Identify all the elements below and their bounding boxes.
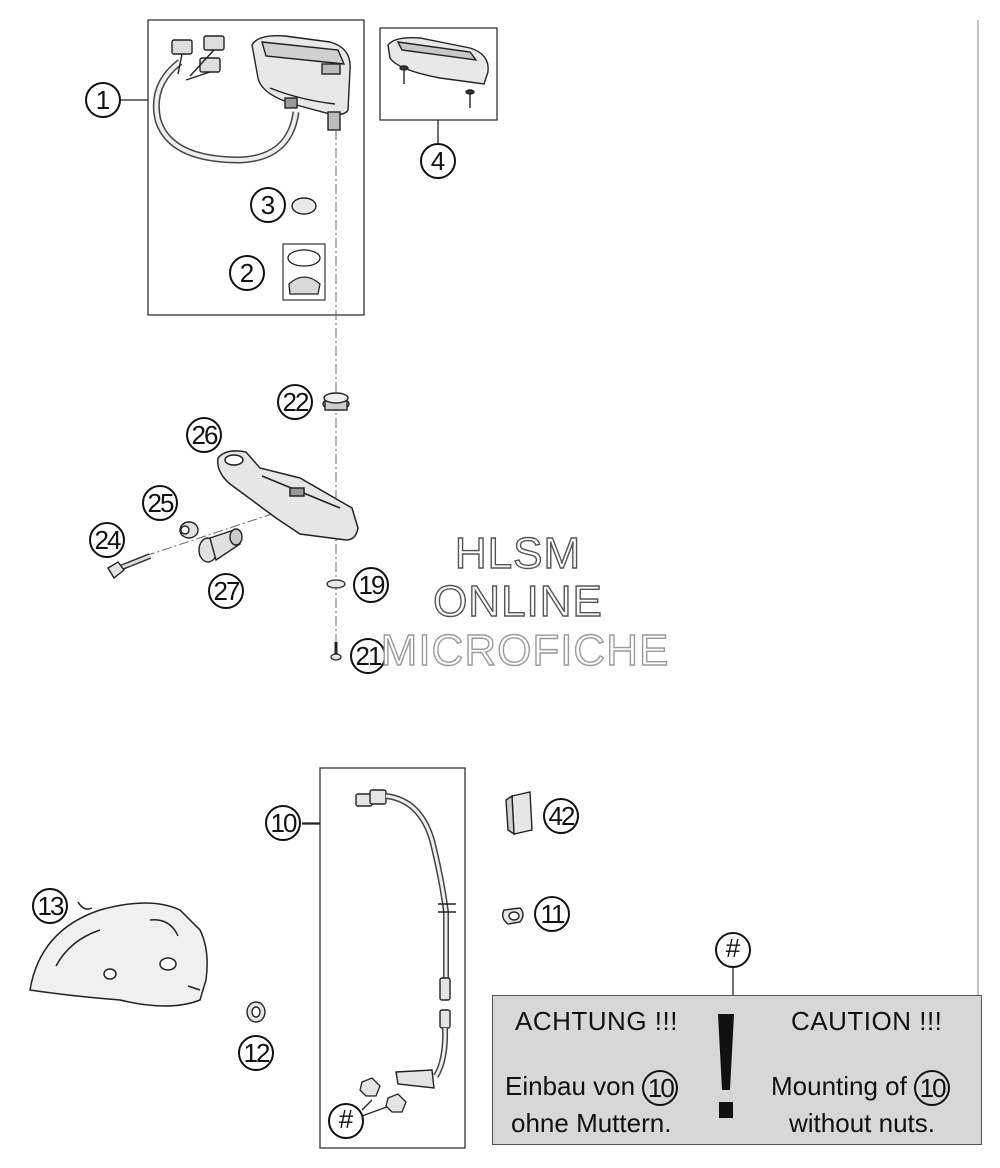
callout-label: 11 — [541, 899, 566, 929]
callout-circle — [238, 1035, 274, 1071]
watermark-line3: MICROFICHE — [381, 626, 670, 675]
callout-24: 24 — [89, 522, 125, 558]
screw-part — [330, 642, 342, 661]
callout-3: 3 — [250, 187, 286, 223]
callout-1: 1 — [85, 82, 121, 118]
callout-label: 10 — [271, 808, 297, 838]
callout-circle — [89, 522, 125, 558]
callout-label: 12 — [244, 1038, 270, 1068]
callout-label: 22 — [283, 387, 309, 417]
caution-de-line2: ohne Muttern. — [511, 1108, 672, 1138]
callout-circle — [265, 805, 301, 841]
caution-heading-de: ACHTUNG !!! — [515, 1006, 678, 1036]
watermark-line1: HLSM — [455, 529, 581, 578]
speedometer-part — [251, 35, 351, 131]
caution-en-prefix: Mounting of — [771, 1070, 907, 1101]
grommet-part — [322, 392, 350, 411]
callout-label: 21 — [356, 641, 382, 671]
callout-circle — [420, 143, 456, 179]
callout-circle — [142, 485, 178, 521]
group-box-speedometer — [147, 19, 365, 316]
caution-de-line1: Einbau von 10 — [505, 1070, 679, 1106]
bolt-part — [107, 553, 152, 580]
callout-4: 4 — [420, 143, 456, 179]
exclamation-icon — [718, 1014, 734, 1118]
callout-22: 22 — [277, 384, 313, 420]
sleeve-part — [179, 521, 199, 539]
callout-label: 13 — [38, 891, 64, 921]
callout-circle — [186, 417, 222, 453]
callout-2: 2 — [229, 255, 265, 291]
callout-10: 10 — [265, 805, 301, 841]
callout-label: 4 — [431, 146, 445, 176]
callout-label: 42 — [549, 801, 575, 831]
spacer-part — [246, 1001, 266, 1023]
callout-label: 27 — [214, 576, 240, 606]
callout-26: 26 — [186, 417, 222, 453]
oring-part — [287, 249, 321, 267]
callout-11: 11 — [534, 896, 570, 932]
callout-circle — [543, 798, 579, 834]
caution-en-ref: 10 — [914, 1070, 951, 1106]
callout-circle — [353, 567, 389, 603]
callout-13: 13 — [32, 888, 68, 924]
disc-guard-part — [29, 901, 208, 1007]
cover-part — [387, 36, 489, 108]
callout-circle — [277, 384, 313, 420]
caution-de-prefix: Einbau von — [505, 1070, 636, 1101]
caution-en-line2: without nuts. — [789, 1108, 935, 1138]
callout-19: 19 — [353, 567, 389, 603]
callout-circle — [715, 932, 751, 968]
socket-part — [288, 276, 321, 295]
callout-27: 27 — [208, 573, 244, 609]
caution-en-line1: Mounting of 10 — [771, 1070, 951, 1106]
callout-25: 25 — [142, 485, 178, 521]
rubber-bush-part — [198, 528, 243, 563]
callout-label: 25 — [148, 488, 174, 518]
callout-circle — [534, 896, 570, 932]
callout-hash1: # — [715, 932, 751, 968]
callout-label: 3 — [261, 190, 275, 220]
cap-part — [291, 197, 317, 215]
group-box-sensor — [319, 767, 466, 1149]
callout-circle — [208, 573, 244, 609]
callout-circle — [328, 1103, 364, 1139]
bracket-part — [217, 450, 359, 541]
speed-sensor-part — [355, 789, 456, 1089]
watermark-line2: ONLINE — [433, 577, 603, 626]
caution-heading-en: CAUTION !!! — [791, 1006, 943, 1036]
caution-de-ref: 10 — [642, 1070, 679, 1106]
washer-part — [326, 579, 346, 589]
callout-label: 1 — [96, 85, 110, 115]
callout-circle — [350, 638, 386, 674]
callout-label: # — [339, 1104, 354, 1134]
callout-label: # — [726, 933, 741, 963]
callout-circle — [250, 187, 286, 223]
callout-label: 24 — [95, 525, 121, 555]
callout-circle — [229, 255, 265, 291]
callout-42: 42 — [543, 798, 579, 834]
callout-21: 21 — [350, 638, 386, 674]
callout-label: 19 — [359, 570, 385, 600]
clip-part — [505, 791, 533, 836]
leader-lines — [121, 99, 734, 1117]
nuts-part — [359, 1077, 407, 1113]
callout-12: 12 — [238, 1035, 274, 1071]
callout-circle — [32, 888, 68, 924]
callout-label: 2 — [240, 258, 254, 288]
callout-hash2: # — [328, 1103, 364, 1139]
wiring-harness-part — [152, 35, 300, 164]
callout-label: 26 — [192, 420, 218, 450]
caution-box: ACHTUNG !!! CAUTION !!! Einbau von 10 oh… — [492, 995, 982, 1145]
cable-clamp-part — [501, 907, 524, 925]
callout-circle — [85, 82, 121, 118]
